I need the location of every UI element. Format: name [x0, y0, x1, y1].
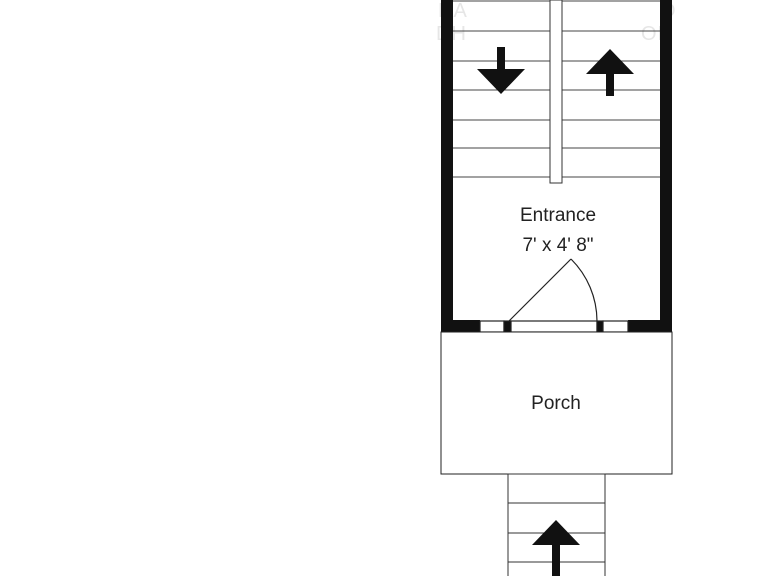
bottom-wall-left	[441, 320, 480, 332]
arrow-down-icon	[477, 47, 525, 94]
entrance-label: Entrance	[520, 205, 596, 226]
porch-room	[440, 331, 673, 475]
front-steps-arrow-up-icon	[532, 520, 580, 576]
right-wall	[660, 0, 672, 332]
door-opening	[479, 320, 629, 333]
arrow-up-icon	[586, 49, 634, 96]
stair-divider	[549, 0, 563, 184]
door-swing	[508, 258, 598, 322]
porch-label: Porch	[531, 393, 581, 414]
entrance-dimensions: 7' x 4' 8"	[522, 235, 593, 256]
left-wall	[441, 0, 453, 332]
bottom-wall-right	[628, 320, 672, 332]
entrance-walls	[441, 0, 672, 332]
